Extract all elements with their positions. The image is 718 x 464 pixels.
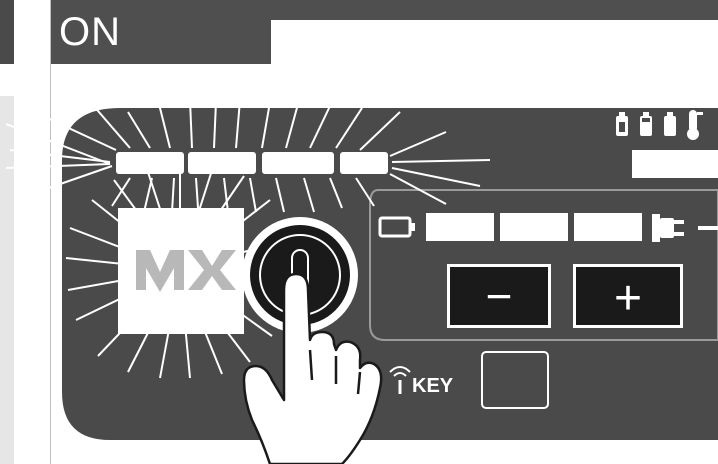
thermometer-icon: [687, 110, 703, 140]
plus-button[interactable]: +: [573, 264, 683, 328]
key-button[interactable]: [481, 351, 549, 409]
status-display: [632, 150, 718, 178]
battery-low-icon: [664, 112, 676, 136]
page-title: ON: [59, 10, 121, 54]
hand-pointer-icon: [242, 272, 383, 464]
panel-divider: [50, 0, 51, 464]
key-icon: [389, 366, 411, 394]
battery-medium-icon: [640, 112, 652, 136]
battery-outline-icon: [378, 216, 415, 238]
top-segment-row: [116, 152, 388, 174]
top-segment-3: [262, 152, 334, 174]
logo-mark: [136, 250, 236, 292]
title-bar: ON: [51, 0, 718, 64]
inner-panel-outline: [369, 189, 718, 341]
top-segment-1: [116, 152, 184, 174]
top-segment-4: [340, 152, 388, 174]
top-segment-2: [188, 152, 256, 174]
minus-button[interactable]: −: [447, 264, 551, 328]
previous-panel-background: [0, 96, 14, 464]
top-glow-rays: [5, 99, 491, 213]
charge-segment-2: [500, 213, 568, 241]
plus-button-label: +: [614, 272, 642, 325]
title-rule: [271, 0, 718, 20]
charge-segment-3: [574, 213, 642, 241]
previous-panel-edge: [0, 0, 14, 64]
battery-full-icon: [616, 112, 628, 136]
title-tab: ON: [51, 0, 271, 64]
power-plug-icon: [652, 214, 718, 242]
key-label: KEY: [412, 375, 454, 397]
charge-segment-1: [426, 213, 494, 241]
minus-button-label: −: [486, 270, 513, 322]
